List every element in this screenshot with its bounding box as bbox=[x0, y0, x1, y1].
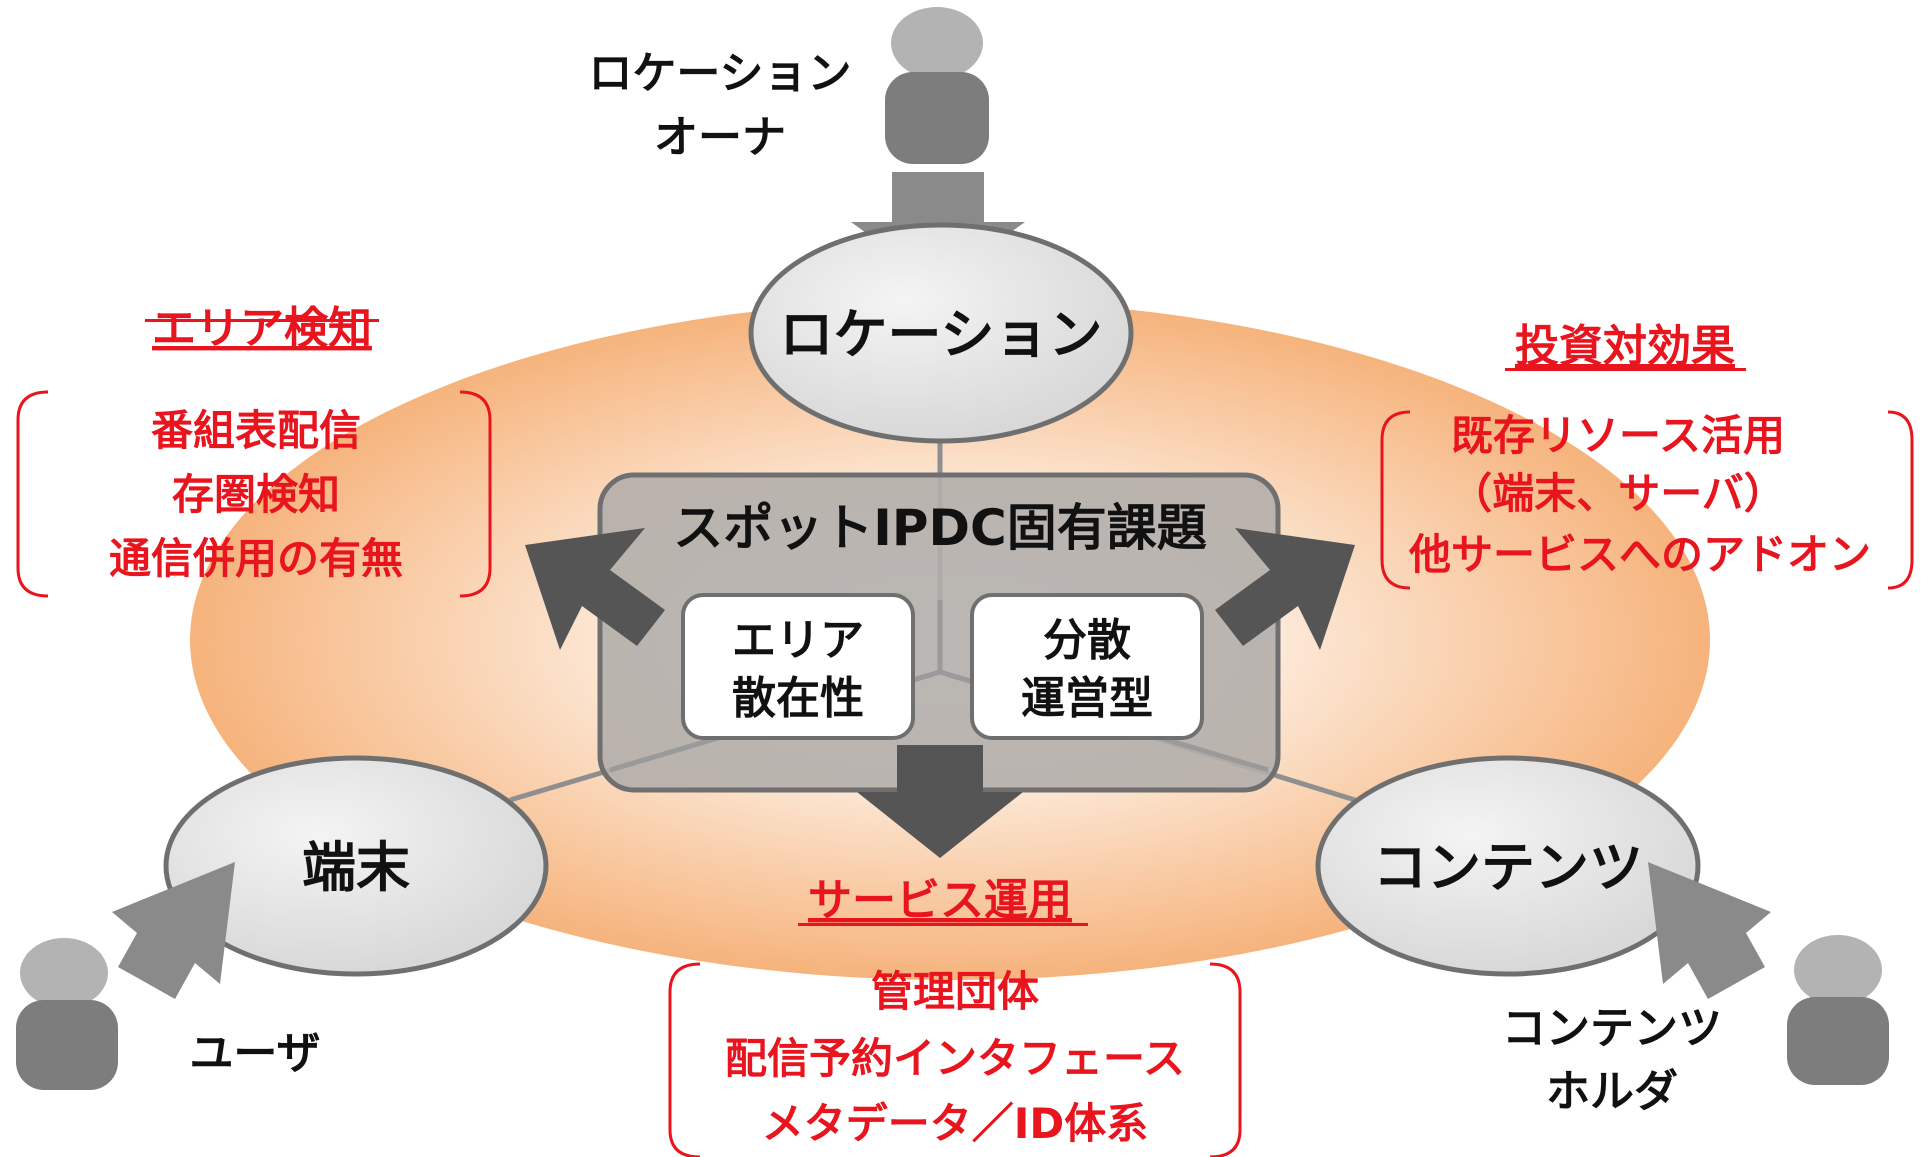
cost-effectiveness-item: 他サービスへのアドオン bbox=[1408, 530, 1871, 579]
cost-effectiveness-heading: 投資対効果 bbox=[1515, 321, 1735, 372]
service-operation-bracket-right bbox=[1209, 962, 1242, 1157]
location-node-label: ロケーション bbox=[780, 303, 1103, 366]
contents-node-label: コンテンツ bbox=[1373, 836, 1643, 899]
location-owner-line2: オーナ bbox=[654, 112, 786, 163]
user-actor: ユーザ bbox=[16, 862, 321, 1090]
service-operation-bracket-left bbox=[668, 962, 701, 1157]
area-detection-item: 通信併用の有無 bbox=[109, 534, 403, 583]
distributed-operation-line2: 運営型 bbox=[1021, 673, 1153, 724]
arrow-to-service-operation bbox=[857, 745, 1023, 858]
contents-node: コンテンツ bbox=[1315, 755, 1701, 977]
distributed-operation-line1: 分散 bbox=[1043, 615, 1131, 666]
center-title: スポットIPDC固有課題 bbox=[673, 499, 1206, 557]
center-issues-box: スポットIPDC固有課題 エリア 散在性 分散 運営型 bbox=[597, 472, 1281, 793]
area-detection-item: 番組表配信 bbox=[151, 406, 361, 455]
service-operation-item: メタデータ／ID体系 bbox=[762, 1099, 1149, 1148]
user-label: ユーザ bbox=[189, 1028, 320, 1079]
location-node: ロケーション bbox=[748, 222, 1134, 444]
area-detection-heading: エリア検知 bbox=[152, 303, 372, 354]
area-detection-bracket-right bbox=[459, 390, 492, 598]
terminal-node: 端末 bbox=[163, 755, 549, 977]
service-operation-group: サービス運用 管理団体 配信予約インタフェース メタデータ／ID体系 bbox=[668, 875, 1242, 1157]
arrow-holder-to-contents bbox=[1648, 862, 1771, 999]
content-holder-line1: コンテンツ bbox=[1502, 1003, 1722, 1054]
service-operation-item: 管理団体 bbox=[871, 967, 1039, 1016]
content-holder-actor: コンテンツ ホルダ bbox=[1502, 862, 1889, 1117]
person-icon bbox=[1794, 935, 1882, 1005]
cost-effectiveness-group: 投資対効果 既存リソース活用 （端末、サーバ） 他サービスへのアドオン bbox=[1380, 321, 1914, 590]
cost-effectiveness-item: （端末、サーバ） bbox=[1450, 469, 1786, 518]
arrow-to-cost-effectiveness bbox=[1215, 528, 1355, 650]
area-detection-bracket-left bbox=[16, 390, 49, 598]
person-icon bbox=[891, 7, 983, 79]
service-operation-item: 配信予約インタフェース bbox=[725, 1034, 1185, 1083]
person-icon bbox=[20, 938, 108, 1008]
cost-effectiveness-bracket-left bbox=[1380, 410, 1411, 590]
area-detection-item: 存圏検知 bbox=[172, 470, 340, 519]
content-holder-line2: ホルダ bbox=[1546, 1066, 1678, 1117]
area-dispersion-line1: エリア bbox=[732, 615, 864, 666]
location-owner-actor: ロケーション オーナ bbox=[588, 7, 1025, 285]
location-owner-line1: ロケーション bbox=[588, 48, 851, 99]
distributed-operation-box: 分散 運営型 bbox=[970, 593, 1204, 740]
area-dispersion-line2: 散在性 bbox=[732, 673, 864, 724]
terminal-node-label: 端末 bbox=[302, 836, 410, 899]
cost-effectiveness-bracket-right bbox=[1887, 410, 1914, 590]
arrow-user-to-terminal bbox=[112, 862, 235, 999]
area-detection-group: エリア検知 番組表配信 存圏検知 通信併用の有無 bbox=[16, 303, 492, 598]
arrow-to-area-detection bbox=[525, 528, 665, 650]
area-dispersion-box: エリア 散在性 bbox=[681, 593, 915, 740]
service-operation-heading: サービス運用 bbox=[808, 875, 1072, 926]
cost-effectiveness-item: 既存リソース活用 bbox=[1451, 411, 1785, 460]
